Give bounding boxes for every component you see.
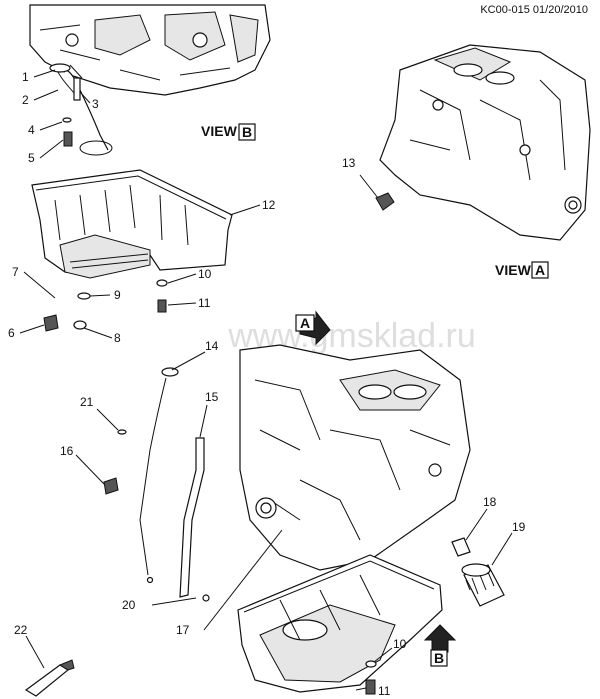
- callout-8: 8: [114, 331, 121, 345]
- callout-9: 9: [114, 288, 121, 302]
- oil-filter: [461, 563, 505, 607]
- callout-labels: 1 2 3 4 5 12 7 9 10 11 6 8 13 14 15 21 1…: [8, 70, 526, 698]
- view-b-letter: B: [242, 124, 252, 140]
- callout-12: 12: [262, 198, 276, 212]
- o-ring: [79, 140, 113, 156]
- view-a-letter: A: [535, 262, 545, 278]
- callout-15: 15: [205, 390, 219, 404]
- arrow-b: B: [423, 624, 457, 667]
- dipstick: [139, 377, 167, 576]
- tube-end: [202, 594, 210, 602]
- callout-13: 13: [342, 156, 356, 170]
- callout-11-top: 11: [198, 296, 211, 310]
- callout-18: 18: [483, 495, 497, 509]
- drain-plug: [43, 314, 59, 332]
- oil-pan-lower: [237, 554, 443, 693]
- washer-8: [73, 320, 87, 330]
- dipstick-tube: [179, 437, 205, 598]
- callout-4: 4: [28, 123, 35, 137]
- bolt-16: [103, 477, 119, 495]
- filter-fitting: [451, 537, 471, 557]
- callout-19: 19: [512, 520, 526, 534]
- callout-20: 20: [122, 598, 136, 612]
- callout-1: 1: [22, 70, 29, 84]
- dipstick-handle: [161, 367, 179, 377]
- callout-5: 5: [28, 151, 35, 165]
- callout-7: 7: [12, 265, 19, 279]
- gasket-10-top: [156, 279, 168, 287]
- view-b-word: VIEW: [201, 123, 238, 139]
- view-b-box: [238, 123, 256, 141]
- callout-10-bottom: 10: [393, 637, 407, 651]
- arrow-a-letter: A: [300, 315, 310, 331]
- arrow-b-letter: B: [434, 650, 444, 666]
- leader-lines: [19, 69, 513, 691]
- pickup-stud: [73, 77, 81, 101]
- view-a-box: [531, 261, 549, 279]
- washer: [62, 117, 72, 123]
- callout-16: 16: [60, 444, 74, 458]
- arrow-a: A: [295, 310, 331, 346]
- callout-11-bottom: 11: [378, 684, 391, 698]
- oil-pressure-sensor: [375, 192, 395, 211]
- callout-2: 2: [22, 93, 29, 107]
- bolt-11-bottom: [365, 679, 376, 695]
- callout-22: 22: [14, 623, 28, 637]
- gasket-10-bottom: [365, 660, 377, 668]
- callout-21: 21: [80, 395, 94, 409]
- oil-pan-upper: [31, 169, 233, 279]
- engine-block-top-left: [29, 4, 271, 96]
- bolt-11-top: [157, 299, 167, 313]
- seal-9: [77, 292, 91, 300]
- callout-17: 17: [176, 623, 190, 637]
- callout-6: 6: [8, 326, 15, 340]
- engine-block-main: [239, 344, 471, 571]
- bolt-5: [63, 131, 73, 147]
- view-a-word: VIEW: [495, 262, 532, 278]
- o-ring-21: [117, 429, 127, 435]
- sealant-tube: [24, 659, 75, 697]
- callout-3: 3: [92, 97, 99, 111]
- engine-block-view-a: [379, 44, 591, 241]
- callout-14: 14: [205, 339, 219, 353]
- diagram-code: KC00-015 01/20/2010: [480, 4, 588, 16]
- callout-10-top: 10: [198, 267, 212, 281]
